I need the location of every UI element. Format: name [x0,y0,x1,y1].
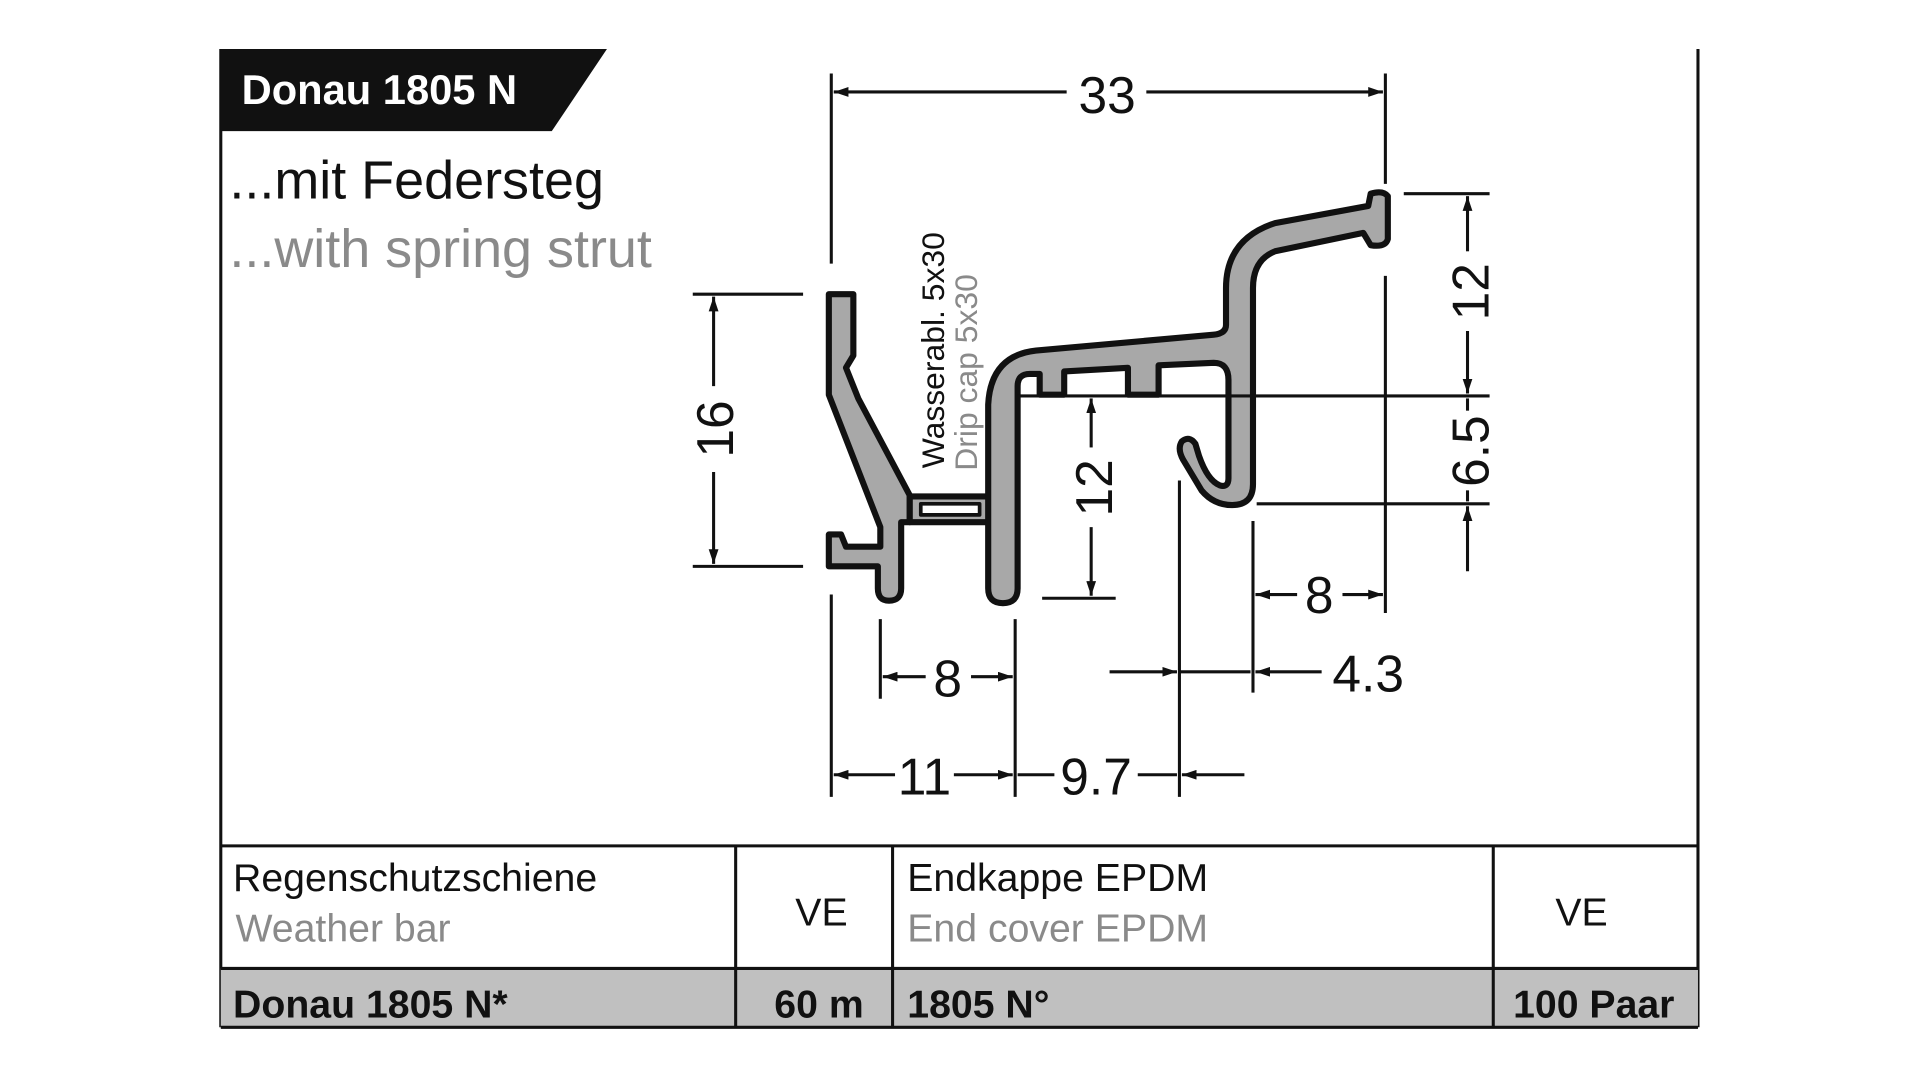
table-row-bg [220,968,1698,1028]
dim-right-lower: 6.5 [1441,415,1499,487]
title: Donau 1805 N [242,66,518,113]
extension-lines [692,73,1490,797]
dim-overall-width: 33 [1078,66,1135,124]
row-cap: 1805 N° [907,982,1049,1026]
header-product-de: Regenschutzschiene [233,856,597,900]
dim-right-lower-width: 8 [1305,566,1334,624]
dim-right-height: 12 [1441,263,1499,320]
dim-offset: 4.3 [1332,644,1404,702]
dim-left-lower-width: 8 [933,649,962,707]
product-table: Regenschutzschiene Weather bar VE Endkap… [220,844,1698,1029]
row-qty-2: 100 Paar [1513,982,1674,1026]
dim-left-width: 11 [898,747,951,805]
profile-main-body [985,189,1391,607]
header-cap-en: End cover EPDM [907,906,1208,950]
subtitle-de: ...mit Federsteg [229,151,604,211]
row-product: Donau 1805 N* [233,982,508,1026]
header-ve-2: VE [1555,891,1607,935]
profile-left-leg [825,291,913,604]
subtitle-en: ...with spring strut [229,219,652,279]
dim-middle-width: 9.7 [1060,747,1132,805]
drip-cap-slot [918,501,982,517]
profile-drawing [825,189,1391,607]
row-qty-1: 60 m [774,982,863,1026]
header-cap-de: Endkappe EPDM [907,856,1208,900]
drip-cap-label-en: Drip cap 5x30 [948,274,984,471]
title-banner [220,49,607,132]
dimension-lines [708,87,1473,780]
header-ve-1: VE [795,891,847,935]
dim-middle-height: 12 [1065,459,1123,516]
header-product-en: Weather bar [236,906,451,950]
dim-left-height: 16 [686,400,744,457]
drip-cap-label-de: Wasserabl. 5x30 [915,232,951,468]
